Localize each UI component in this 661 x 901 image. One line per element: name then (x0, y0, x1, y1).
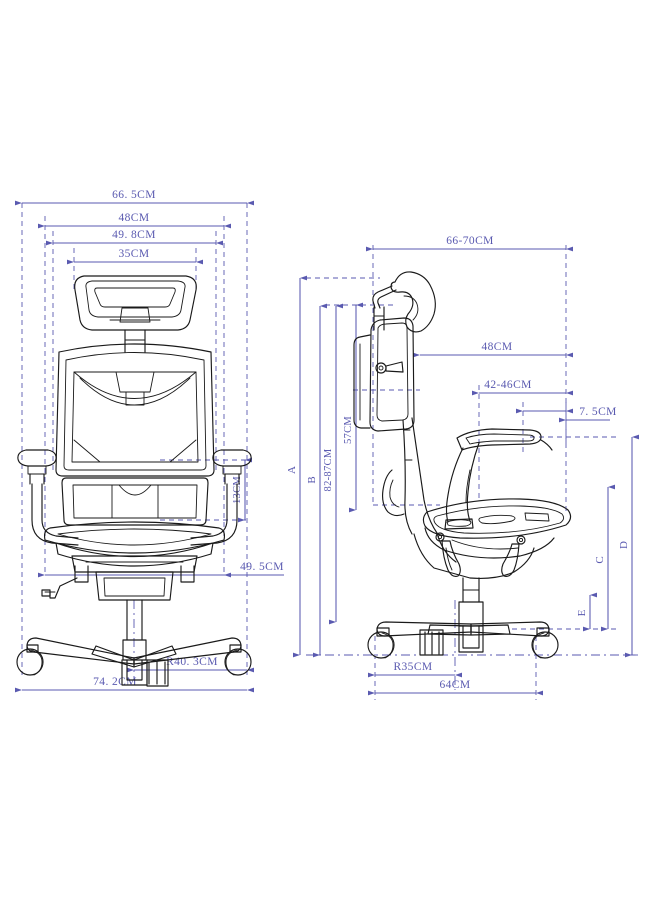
side-base (376, 621, 550, 649)
dim-front-overall-width: 66. 5CM (15, 189, 254, 206)
dim-label-base-radius: R40. 3CM (166, 656, 218, 668)
dim-side-height-e: E (576, 592, 597, 632)
front-view-group: 66. 5CM 48CM 49. 8CM 35CM 13CM (15, 189, 284, 693)
dim-label-total-height-range: 82-87CM (323, 448, 334, 491)
front-backrest (55, 343, 215, 477)
front-armrest-left (17, 449, 79, 546)
side-view-group: 66-70CM 48CM 42-46CM 7. 5CM 57CM (286, 235, 640, 700)
dim-label-overall-width: 66. 5CM (112, 189, 156, 201)
dim-label-side-base-diameter: 64CM (440, 679, 471, 691)
dim-label-height-a: A (286, 466, 298, 474)
side-mechanism (413, 532, 535, 579)
dim-label-height-d: D (618, 541, 630, 549)
dim-side-height-d: D (618, 434, 639, 658)
dim-label-base-diameter: 74. 2CM (93, 676, 137, 688)
dim-label-height-e: E (576, 609, 588, 616)
dim-label-seat-depth: 42-46CM (484, 379, 532, 391)
dim-label-backrest-height: 57CM (343, 416, 354, 444)
dim-label-height-c: C (594, 556, 606, 563)
front-lumbar-panel (61, 477, 209, 526)
dim-front-headrest-width: 35CM (67, 248, 203, 265)
dim-label-overall-depth: 66-70CM (446, 235, 494, 247)
dim-side-base-radius: R35CM (368, 661, 462, 678)
dim-label-seat-overhang: 7. 5CM (579, 406, 617, 418)
dim-front-base-diameter: 74. 2CM (15, 676, 254, 693)
dim-label-backrest-width: 48CM (119, 212, 150, 224)
dim-side-total-height-range: 82-87CM (323, 303, 343, 625)
dim-side-height-b: B (306, 303, 327, 658)
dim-label-seat-width: 49. 5CM (240, 561, 284, 573)
dim-label-armrest-span: 49. 8CM (112, 229, 156, 241)
dim-label-headrest-width: 35CM (119, 248, 150, 260)
front-seat (43, 521, 226, 567)
dim-side-height-c: C (594, 484, 615, 632)
side-seat (422, 498, 572, 559)
dim-front-armrest-height: 13CM (232, 457, 252, 523)
dim-front-seat-width: 49. 5CM (38, 561, 284, 578)
dim-side-base-diameter: 64CM (368, 679, 543, 696)
dim-label-height-b: B (306, 476, 318, 483)
side-gas-cylinder (458, 577, 484, 627)
dim-side-overall-depth: 66-70CM (366, 235, 573, 252)
front-mechanism (41, 555, 198, 601)
side-casters (367, 625, 559, 659)
front-casters (16, 644, 252, 687)
dim-side-backrest-depth: 48CM (413, 341, 573, 358)
dim-front-backrest-width: 48CM (38, 212, 231, 229)
dim-label-side-backrest-depth: 48CM (482, 341, 513, 353)
front-chair-drawing (16, 275, 252, 687)
front-headrest (74, 275, 197, 353)
dim-front-armrest-span: 49. 8CM (46, 229, 223, 246)
side-chair-drawing (353, 271, 572, 659)
dim-side-seat-overhang: 7. 5CM (516, 406, 617, 423)
front-gas-cylinder (122, 599, 147, 661)
dim-front-base-radius: R40. 3CM (127, 656, 254, 673)
front-extension-lines (21, 203, 250, 678)
dim-side-seat-depth: 42-46CM (472, 379, 573, 396)
dim-side-height-a: A (286, 275, 307, 658)
side-backrest (353, 317, 438, 535)
dim-label-side-base-radius: R35CM (393, 661, 432, 673)
side-armrest (444, 428, 553, 530)
